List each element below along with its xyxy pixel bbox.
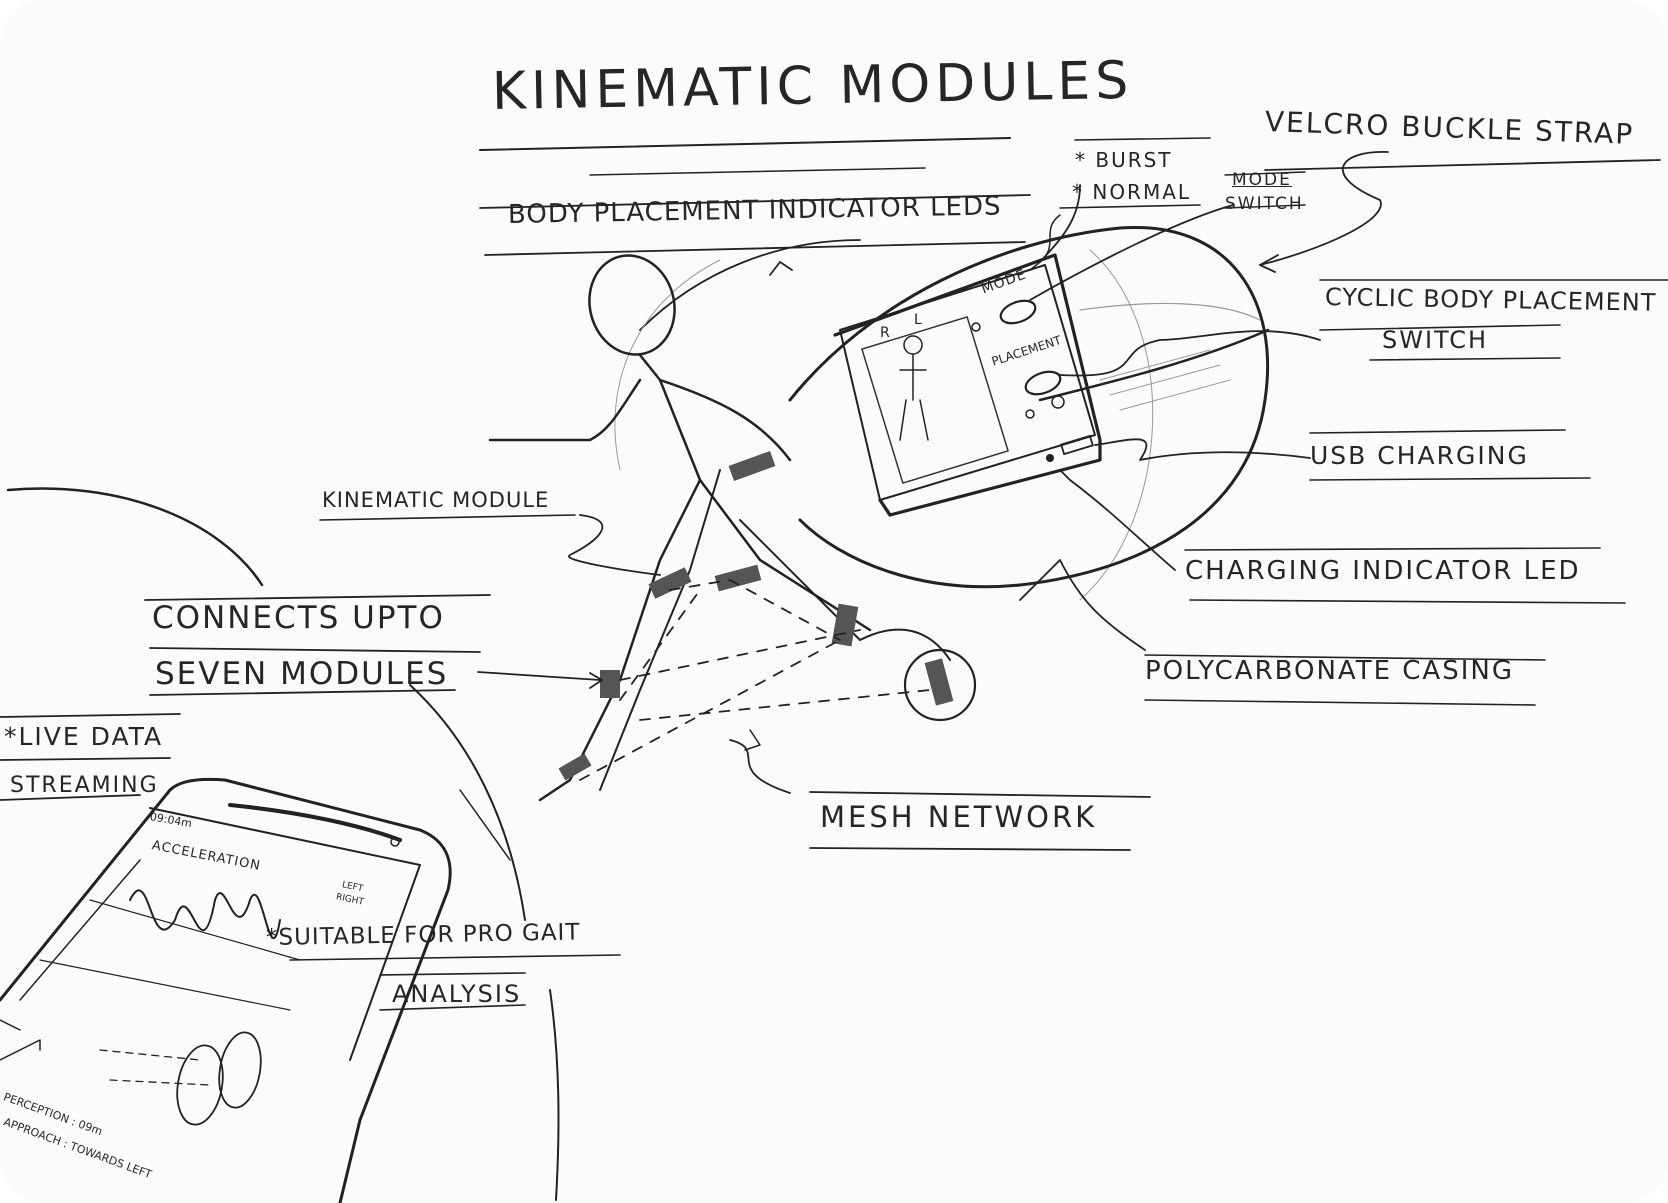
leader-connects bbox=[477, 671, 601, 681]
label-streaming: STREAMING bbox=[10, 773, 159, 798]
label-seven-modules: SEVEN MODULES bbox=[155, 656, 449, 692]
leader-mode-switch bbox=[1029, 204, 1234, 301]
strap-inner-edge bbox=[1038, 328, 1270, 402]
arc-phone-right bbox=[409, 684, 526, 921]
label-mode-switch-1: MODE bbox=[1232, 170, 1292, 190]
strap-outline bbox=[788, 225, 1270, 589]
label-cyclic-switch-2: SWITCH bbox=[1382, 326, 1489, 354]
arc-bottom bbox=[549, 989, 560, 1201]
arc-upper-left bbox=[6, 487, 264, 587]
label-burst: * BURST bbox=[1075, 148, 1173, 172]
page-title: KINEMATIC MODULES bbox=[491, 50, 1134, 122]
device-left-letter: L bbox=[914, 312, 924, 328]
strap-shading bbox=[1079, 302, 1261, 321]
label-normal: * NORMAL bbox=[1072, 180, 1192, 204]
leader-leds bbox=[1029, 214, 1061, 271]
label-kinematic-module: KINEMATIC MODULE bbox=[322, 488, 550, 512]
label-mode-switch-2: SWITCH bbox=[1225, 194, 1304, 214]
leader-mesh bbox=[729, 739, 791, 794]
runner-figure bbox=[488, 254, 977, 802]
label-connects-upto: CONNECTS UPTO bbox=[152, 600, 445, 636]
guide-arc bbox=[614, 259, 721, 471]
label-mesh-network: MESH NETWORK bbox=[820, 800, 1098, 834]
arrow-mesh bbox=[744, 729, 761, 751]
leader-live-data bbox=[459, 789, 511, 861]
title-underline bbox=[479, 137, 1011, 151]
kinematic-device bbox=[833, 253, 1102, 517]
leader-charging-led bbox=[1059, 469, 1176, 571]
label-usb-charging: USB CHARGING bbox=[1310, 441, 1529, 470]
phone-sketch bbox=[0, 777, 452, 1203]
arrow-connects bbox=[589, 672, 603, 689]
device-right-letter: R bbox=[880, 325, 892, 341]
title-underline-2 bbox=[589, 167, 926, 176]
label-pro-gait: *SUITABLE FOR PRO GAIT bbox=[265, 919, 581, 951]
leader-kinematic-module bbox=[568, 514, 661, 576]
leader-cyclic-switch bbox=[1059, 330, 1321, 377]
leader-usb bbox=[1094, 438, 1311, 461]
label-live-data: *LIVE DATA bbox=[4, 722, 164, 751]
motion-arc-top bbox=[639, 239, 861, 331]
label-charging-indicator-led: CHARGING INDICATOR LED bbox=[1185, 556, 1581, 586]
label-cyclic-switch-1: CYCLIC BODY PLACEMENT bbox=[1324, 283, 1657, 317]
leader-polycarbonate bbox=[1019, 559, 1146, 651]
arrow-velcro bbox=[1259, 254, 1279, 273]
leader-velcro bbox=[1259, 151, 1389, 266]
motion-arrowhead bbox=[769, 261, 793, 276]
mesh-network-lines bbox=[579, 579, 931, 781]
guide-arc-right bbox=[1079, 249, 1154, 601]
label-analysis: ANALYSIS bbox=[392, 980, 522, 1008]
strap-hatching bbox=[1099, 349, 1231, 411]
label-polycarbonate-casing: POLYCARBONATE CASING bbox=[1145, 656, 1514, 686]
